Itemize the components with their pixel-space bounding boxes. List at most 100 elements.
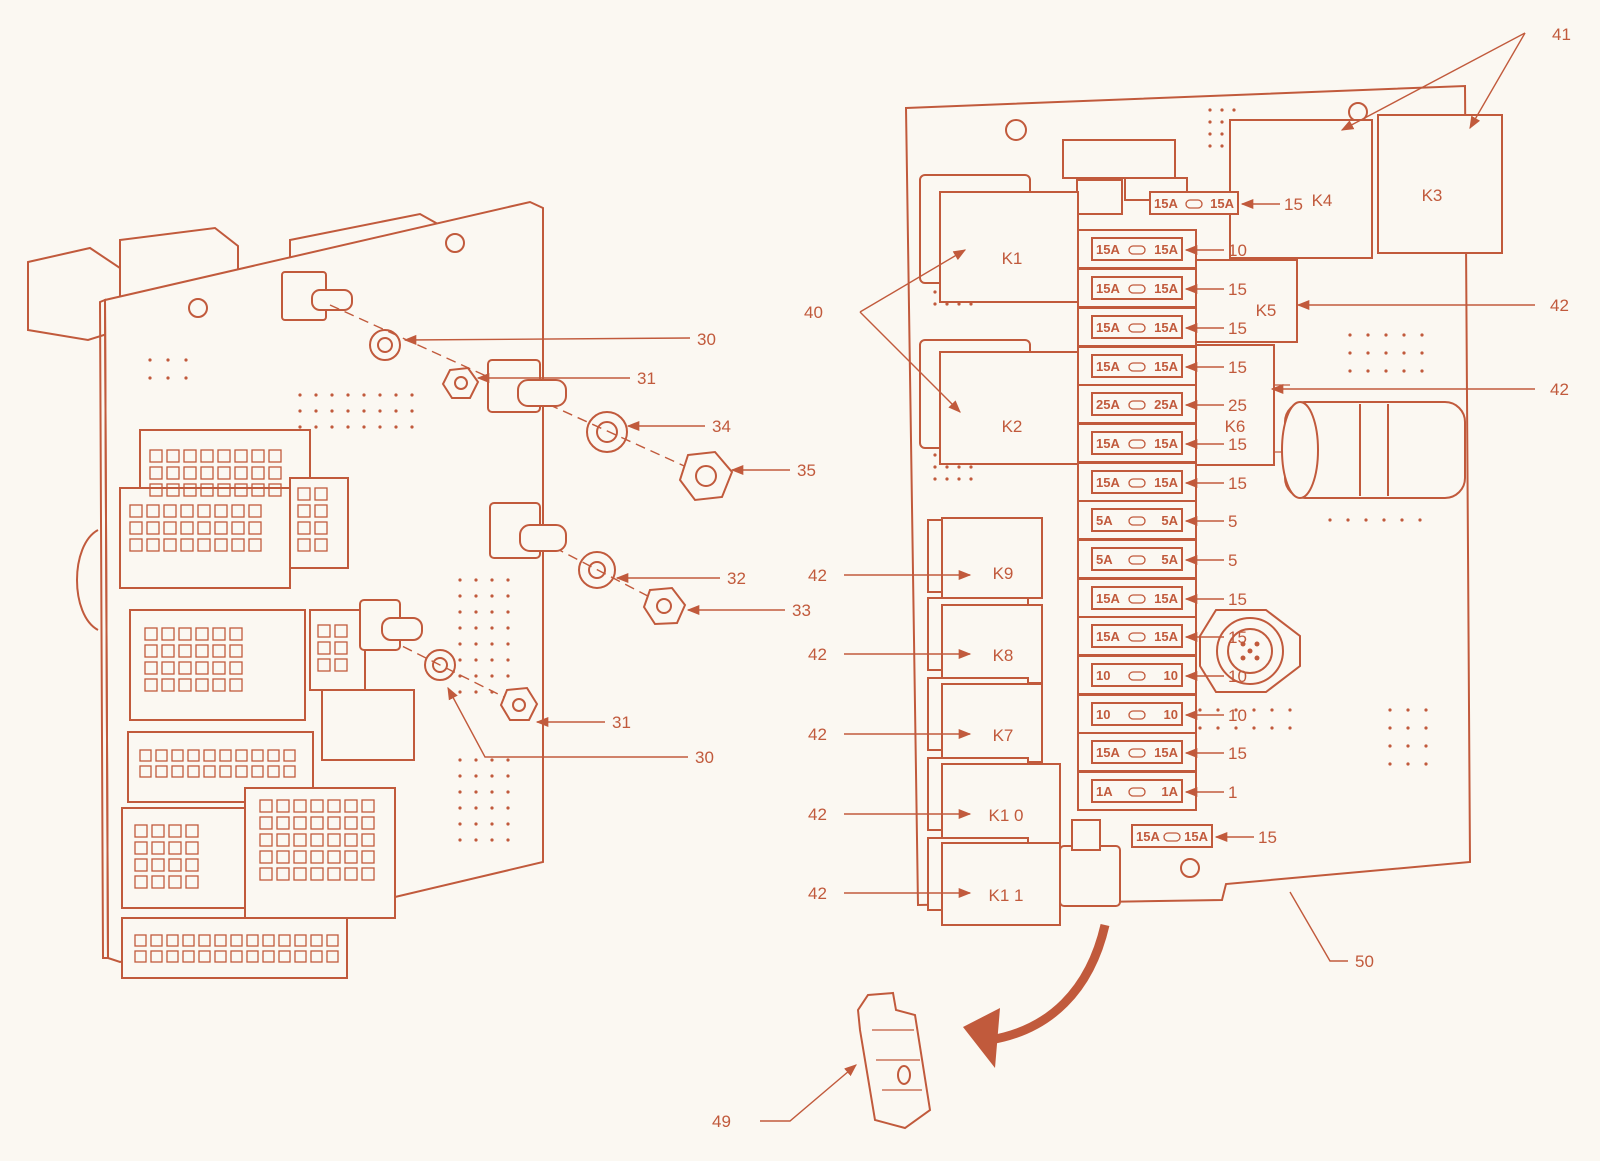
relay-k10: K1 0 xyxy=(927,757,1061,845)
callout-49: 49 xyxy=(712,1112,731,1131)
fuse-7-left-rating: 15A xyxy=(1096,436,1120,451)
callout-42-k6: 42 xyxy=(1550,380,1569,399)
callout-35: 35 xyxy=(797,461,816,480)
fuse-4-callout: 15 xyxy=(1228,319,1247,338)
fuse-10-left-rating: 5A xyxy=(1096,552,1113,567)
nut-31-lower xyxy=(499,686,539,721)
fuse-8-right-rating: 15A xyxy=(1154,475,1178,490)
relay-k5-label: K5 xyxy=(1256,301,1277,320)
fuse-10-callout: 5 xyxy=(1228,551,1237,570)
fuse-5-callout: 15 xyxy=(1228,358,1247,377)
nut-35 xyxy=(678,450,734,502)
callout-41: 41 xyxy=(1552,25,1571,44)
fuse-12: 15A 15A 15 xyxy=(1077,616,1247,656)
fuse-1-left-rating: 15A xyxy=(1154,196,1178,211)
callout-50: 50 xyxy=(1355,952,1374,971)
callout-42-k5: 42 xyxy=(1550,296,1569,315)
fuse-13-callout: 10 xyxy=(1228,667,1247,686)
fuse-17-right-rating: 15A xyxy=(1184,829,1208,844)
fuse-2-callout: 10 xyxy=(1228,241,1247,260)
fuse-17-callout: 15 xyxy=(1258,828,1277,847)
fuse-9-right-rating: 5A xyxy=(1161,513,1178,528)
relay-k1-label: K1 xyxy=(1002,249,1023,268)
relays: K1 K2 K4 K3 K5 K6 K9 K8 K7 K1 0 K1 1 xyxy=(919,114,1503,926)
lock-washer-32 xyxy=(578,551,616,589)
fuse-3-left-rating: 15A xyxy=(1096,281,1120,296)
bolt-upper-left xyxy=(281,271,353,321)
fuse-3-callout: 15 xyxy=(1228,280,1247,299)
relay-k9: K9 xyxy=(927,517,1043,599)
callout-42-k10: 42 xyxy=(808,805,827,824)
fuse-13-left-rating: 10 xyxy=(1096,668,1110,683)
callout-30-upper: 30 xyxy=(697,330,716,349)
relay-k7-label: K7 xyxy=(993,726,1014,745)
nut-31-upper xyxy=(441,366,480,399)
fuse-15-left-rating: 15A xyxy=(1096,745,1120,760)
fuse-15-right-rating: 15A xyxy=(1154,745,1178,760)
fuse-1-callout: 15 xyxy=(1284,195,1303,214)
relay-k6-label: K6 xyxy=(1225,417,1246,436)
fuse-3-right-rating: 15A xyxy=(1154,281,1178,296)
fuse-7-right-rating: 15A xyxy=(1154,436,1178,451)
fuse-10-right-rating: 5A xyxy=(1161,552,1178,567)
relay-k9-label: K9 xyxy=(993,564,1014,583)
callout-32: 32 xyxy=(727,569,746,588)
relay-k10-label: K1 0 xyxy=(989,806,1024,825)
fuse-1: 15A 15A 15 xyxy=(1149,191,1303,215)
callout-30-lower: 30 xyxy=(695,748,714,767)
fuse-14-callout: 10 xyxy=(1228,706,1247,725)
fuse-8-callout: 15 xyxy=(1228,474,1247,493)
fuse-16-callout: 1 xyxy=(1228,783,1237,802)
capacitor xyxy=(1261,384,1466,499)
fuse-6-left-rating: 25A xyxy=(1096,397,1120,412)
relay-k4: K4 xyxy=(1229,119,1373,259)
fuse-2-right-rating: 15A xyxy=(1154,242,1178,257)
relay-k11: K1 1 xyxy=(927,837,1061,926)
relay-k2: K2 xyxy=(919,339,1079,465)
fuse-11-left-rating: 15A xyxy=(1096,591,1120,606)
relay-k3-label: K3 xyxy=(1422,186,1443,205)
fuse-puller-49 xyxy=(856,991,932,1130)
callout-31-lower: 31 xyxy=(612,713,631,732)
relay-k4-label: K4 xyxy=(1312,191,1333,210)
callout-42-k11: 42 xyxy=(808,884,827,903)
relay-k2-label: K2 xyxy=(1002,417,1023,436)
fuse-3: 15A 15A 15 xyxy=(1077,268,1247,308)
removal-arrow xyxy=(963,923,1110,1068)
callout-42-k9: 42 xyxy=(808,566,827,585)
fuse-12-left-rating: 15A xyxy=(1096,629,1120,644)
fuse-11-right-rating: 15A xyxy=(1154,591,1178,606)
fuse-15-callout: 15 xyxy=(1228,744,1247,763)
callout-31-upper: 31 xyxy=(637,369,656,388)
fuse-13-right-rating: 10 xyxy=(1164,668,1178,683)
callout-42-k7: 42 xyxy=(808,725,827,744)
callouts: 30 31 34 35 32 33 31 30 40 41 42 42 42 4… xyxy=(403,25,1571,1131)
fuse-14-right-rating: 10 xyxy=(1164,707,1178,722)
fuse-1-right-rating: 15A xyxy=(1210,196,1234,211)
fuse-5-left-rating: 15A xyxy=(1096,359,1120,374)
callout-34: 34 xyxy=(712,417,731,436)
connector-pin-grids xyxy=(129,449,375,963)
fuse-5: 15A 15A 15 xyxy=(1077,346,1247,386)
fuse-9-left-rating: 5A xyxy=(1096,513,1113,528)
fuse-2-left-rating: 15A xyxy=(1096,242,1120,257)
fuse-12-right-rating: 15A xyxy=(1154,629,1178,644)
fuse-12-callout: 15 xyxy=(1228,628,1247,647)
fuse-5-right-rating: 15A xyxy=(1154,359,1178,374)
fuse-4-right-rating: 15A xyxy=(1154,320,1178,335)
relay-k8-label: K8 xyxy=(993,646,1014,665)
round-connector xyxy=(1199,609,1301,693)
lock-washer-34 xyxy=(586,411,628,453)
left-board-rear-view xyxy=(27,200,544,979)
relay-k11-label: K1 1 xyxy=(989,886,1024,905)
